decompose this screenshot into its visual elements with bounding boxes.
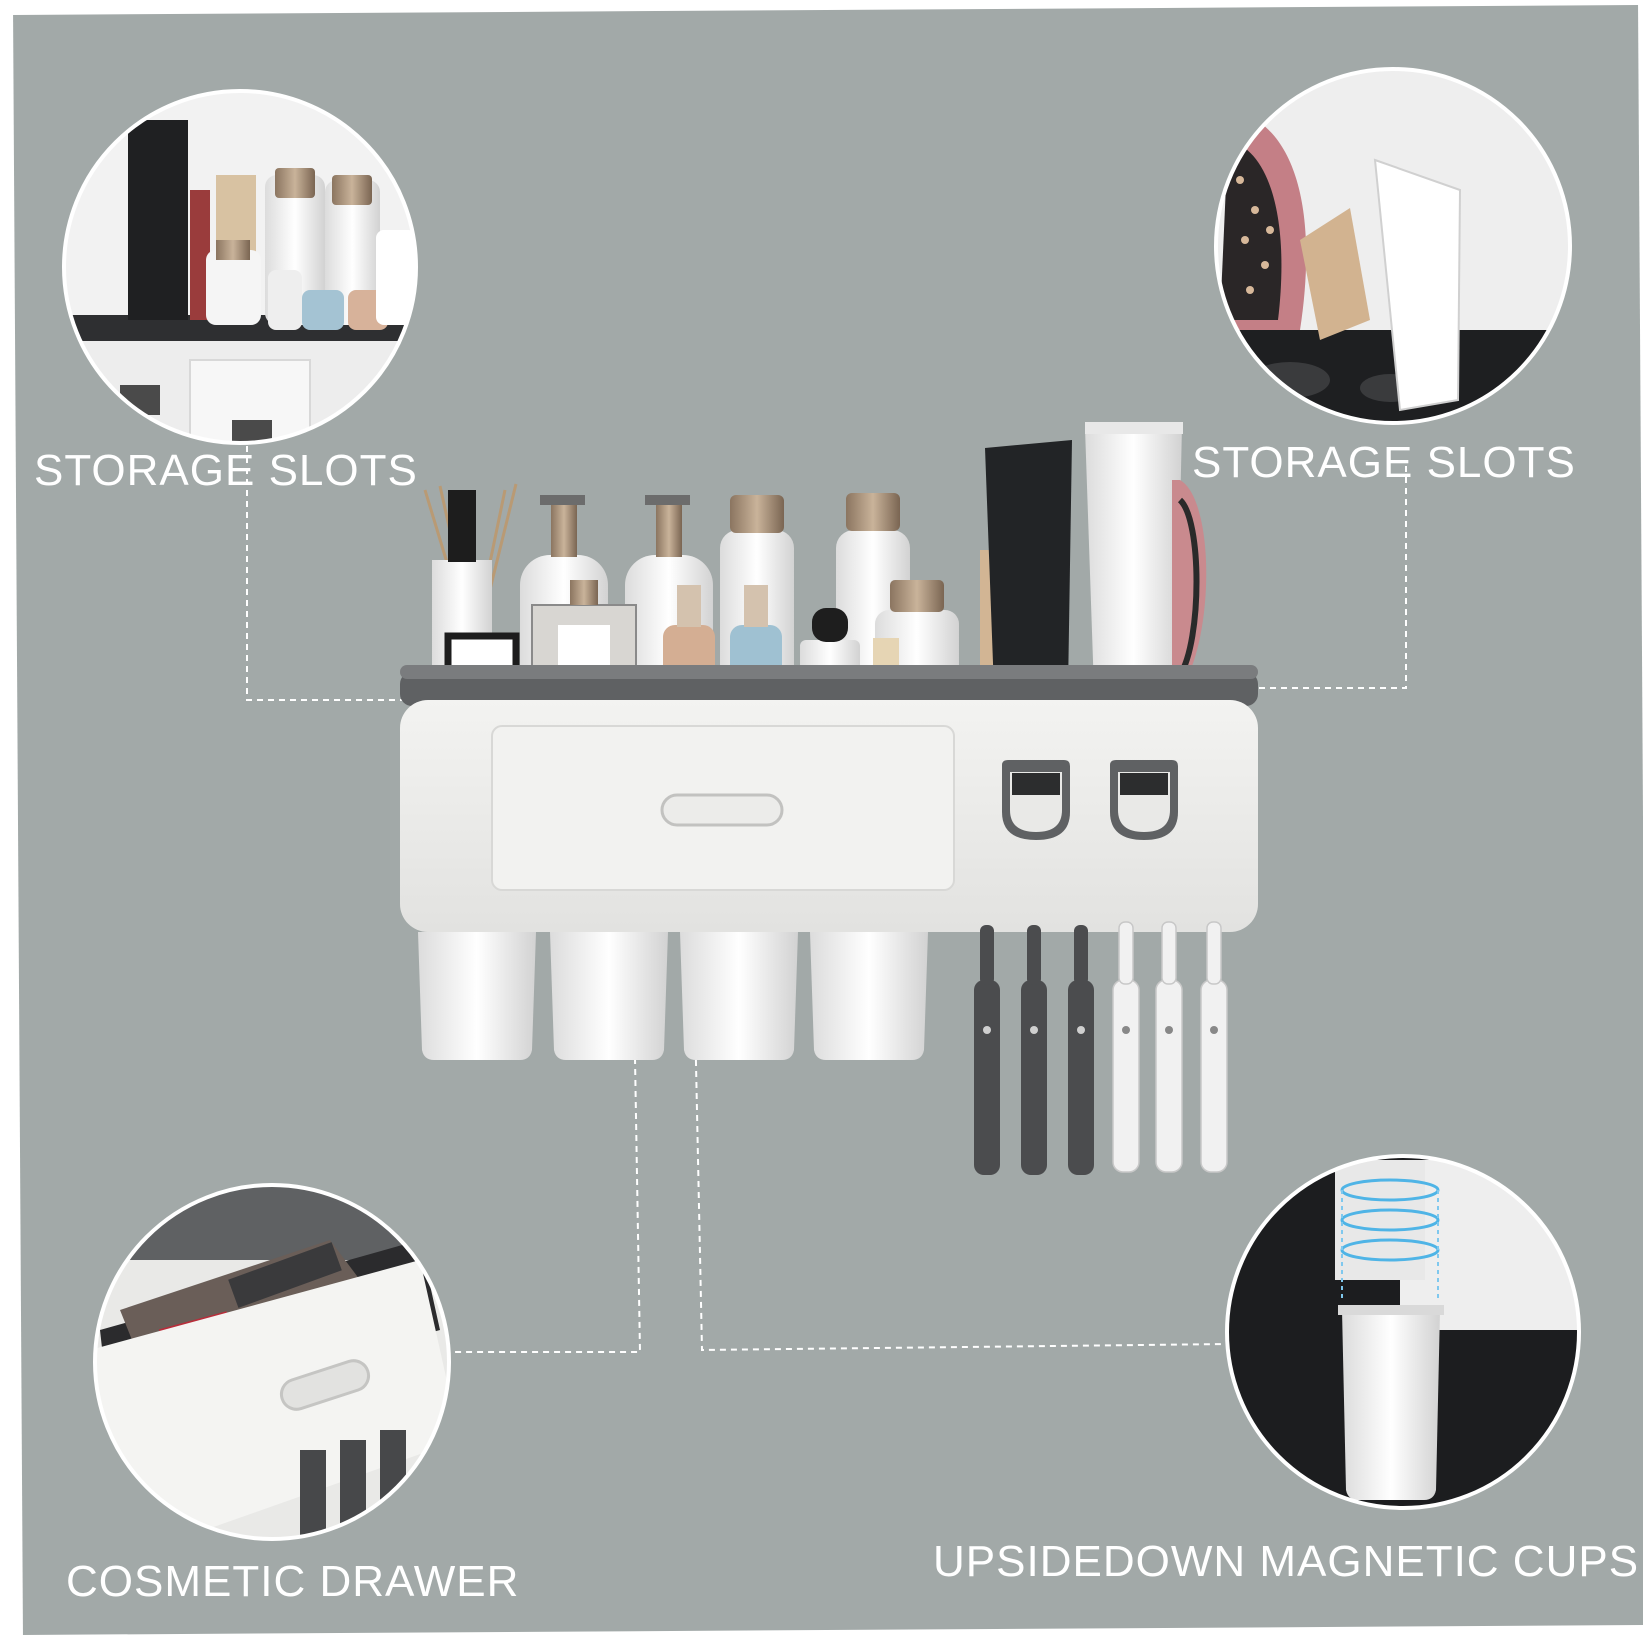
callout-line-top-right — [1222, 466, 1407, 689]
toothpaste-dispensers — [1002, 760, 1178, 840]
label-cosmetic-drawer: COSMETIC DRAWER — [66, 1557, 520, 1606]
inset-magnetic-cups — [1225, 1154, 1581, 1510]
callout-line-bottom-right — [694, 1015, 1231, 1352]
shelf-items — [423, 422, 1207, 698]
inset-cosmetic-drawer — [93, 1183, 451, 1541]
label-storage-slots-right: STORAGE SLOTS — [1192, 438, 1576, 487]
electric-toothbrushes — [974, 921, 1228, 1175]
label-magnetic-cups: UPSIDEDOWN MAGNETIC CUPS — [933, 1537, 1640, 1586]
callout-line-top-left — [246, 446, 425, 701]
label-storage-slots-left: STORAGE SLOTS — [34, 446, 418, 495]
organizer-product — [400, 422, 1258, 1175]
inset-storage-slots-left — [62, 89, 418, 445]
magnetic-cups — [418, 932, 928, 1060]
top-tray — [400, 672, 1258, 706]
inset-storage-slots-right — [1214, 67, 1572, 425]
drawer-handle — [660, 793, 784, 827]
